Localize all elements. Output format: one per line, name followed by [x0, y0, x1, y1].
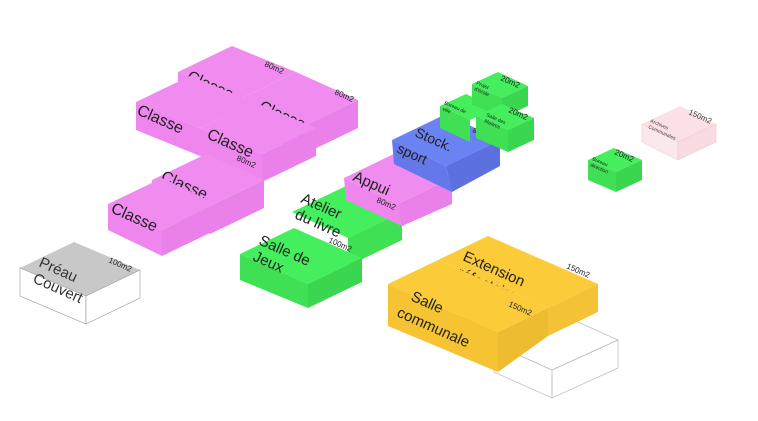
- block-top: [240, 228, 362, 284]
- block-left-face: [240, 254, 308, 308]
- block-right-face: [677, 123, 717, 161]
- block-top: [292, 186, 402, 238]
- block-left-face: [476, 116, 508, 152]
- block-top: [588, 148, 642, 172]
- block-right-face: [498, 308, 548, 372]
- block-left-face: [344, 178, 402, 226]
- block-left-face: [392, 140, 452, 192]
- block-right-face: [548, 284, 598, 336]
- block-left-face: [200, 128, 262, 182]
- block-right-face: [162, 204, 216, 256]
- block-classe-6[interactable]: Classe: [108, 178, 216, 256]
- block-right-face: [508, 118, 534, 152]
- block-top: [388, 260, 548, 332]
- block-left-face: [388, 284, 498, 372]
- block-label-line2: ville: [441, 106, 452, 115]
- block-left-face: [136, 102, 200, 156]
- block-right-face: [308, 258, 362, 308]
- block-small-green[interactable]: Bureau direction 20m2: [588, 148, 642, 192]
- block-salle-jeux[interactable]: Salle de Jeux: [240, 228, 362, 308]
- block-classe-3[interactable]: Classe 80m2: [200, 102, 316, 182]
- block-salle-maitres[interactable]: Salle des Maîtres 20m2: [476, 104, 534, 152]
- block-preau[interactable]: Préau Couvert 100m2: [19, 242, 141, 325]
- block-top: [472, 72, 528, 98]
- block-right-face: [348, 212, 402, 266]
- block-top: [200, 102, 316, 154]
- block-top: [20, 242, 140, 296]
- block-right-face: [210, 180, 264, 234]
- block-top: [438, 236, 598, 308]
- block-right-face: [616, 160, 642, 192]
- block-top: [476, 104, 534, 130]
- block-left-face: [108, 204, 162, 256]
- block-right-face: [446, 140, 500, 192]
- block-label-line1: Projet: [475, 80, 490, 91]
- block-right-face: [262, 128, 316, 182]
- block-top: [152, 154, 264, 206]
- block-top: [136, 76, 254, 128]
- block-right-face: [85, 269, 141, 325]
- block-archives[interactable]: Archives Communales 150m2: [641, 106, 717, 161]
- block-classe-4[interactable]: Classe: [134, 76, 254, 156]
- block-right-face: [398, 178, 452, 226]
- block-label-line2: d'école: [473, 86, 490, 98]
- block-right-face: [304, 100, 358, 154]
- block-top: [242, 72, 358, 126]
- block-top: [178, 46, 296, 98]
- block-left-face: [440, 106, 470, 142]
- block-left-face: [588, 160, 616, 192]
- block-extension[interactable]: Extension réfectoire 150m2: [438, 236, 598, 336]
